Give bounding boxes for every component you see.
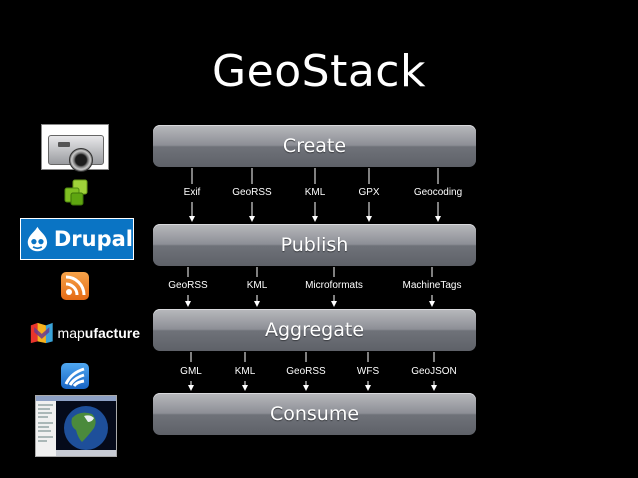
signal-icon [61, 363, 89, 389]
format-label: WFS [356, 366, 380, 377]
green-cubes-icon [62, 179, 90, 207]
camera-icon [41, 124, 109, 172]
slide-title: GeoStack [212, 46, 426, 97]
layer-create: Create [153, 125, 476, 167]
format-label: MachineTags [402, 280, 462, 291]
mapufacture-suffix: ufacture [84, 325, 140, 341]
drupal-wordmark: Drupal [53, 227, 133, 251]
format-label: GeoRSS [286, 366, 326, 377]
layer-aggregate: Aggregate [153, 309, 476, 351]
format-label: Microformats [305, 280, 363, 291]
layer-publish: Publish [153, 224, 476, 266]
format-label: GeoRSS [168, 280, 208, 291]
google-earth-icon [35, 395, 117, 457]
mapufacture-logo: mapufacture [30, 318, 140, 348]
format-label: Geocoding [413, 187, 463, 198]
layer-consume: Consume [153, 393, 476, 435]
format-label: Exif [183, 187, 201, 198]
mapufacture-wordmark: mapufacture [58, 325, 140, 341]
drupal-logo: Drupal [20, 218, 134, 260]
drupal-drop-icon [27, 226, 48, 252]
format-label: GeoRSS [232, 187, 272, 198]
format-label: KML [234, 366, 256, 377]
format-label: GML [180, 366, 202, 377]
mapufacture-prefix: map [57, 325, 85, 341]
format-label: KML [304, 187, 326, 198]
format-label: KML [246, 280, 268, 291]
rss-icon [61, 272, 89, 300]
format-label: GeoJSON [411, 366, 457, 377]
mapufacture-map-icon [30, 322, 53, 344]
format-label: GPX [358, 187, 380, 198]
